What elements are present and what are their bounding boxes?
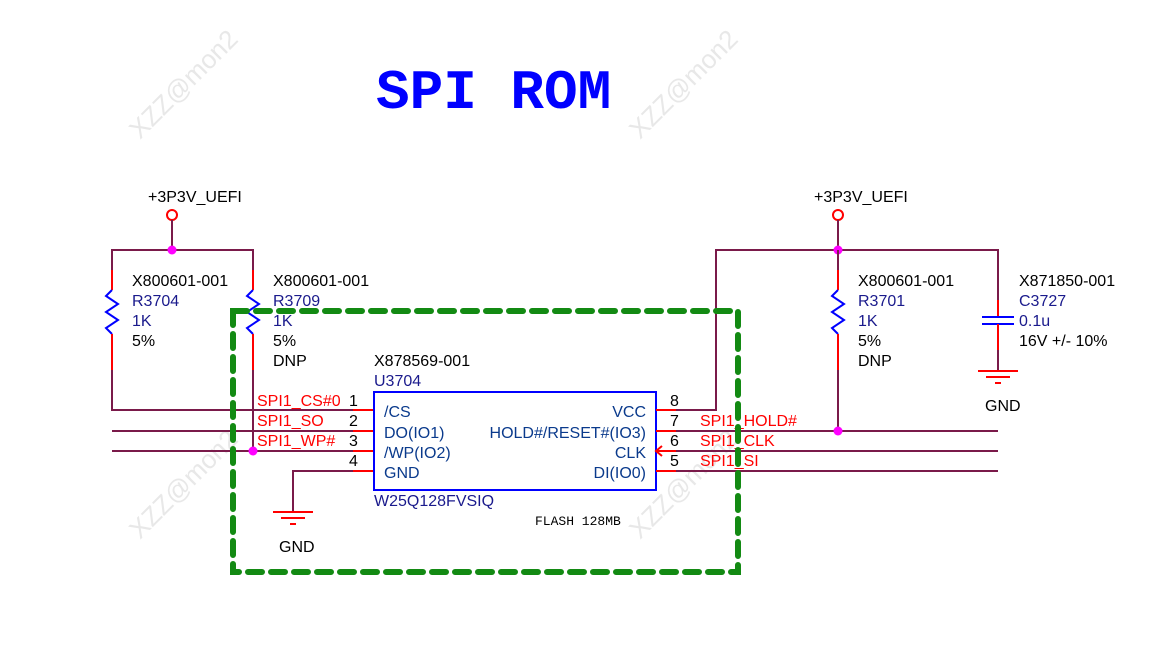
- resistor-part: X800601-001: [132, 273, 228, 290]
- ic-name: W25Q128FVSIQ: [374, 493, 494, 510]
- pin-name: VCC: [612, 404, 646, 421]
- net-label: SPI1_WP#: [257, 433, 335, 450]
- wire: [676, 249, 999, 411]
- capacitor-value: 0.1u: [1019, 313, 1050, 330]
- resistor-part: X800601-001: [858, 273, 954, 290]
- resistor-dnp: DNP: [858, 353, 892, 370]
- power-rail-label-right: +3P3V_UEFI: [814, 189, 908, 206]
- pin-number: 1: [349, 393, 358, 410]
- wire: [292, 470, 353, 511]
- pin-name: HOLD#/RESET#(IO3): [490, 425, 646, 442]
- resistor-value: 1K: [273, 313, 293, 330]
- pin-name: /CS: [384, 404, 411, 421]
- capacitor-c3727[interactable]: [982, 300, 1014, 370]
- resistor-ref: R3701: [858, 293, 905, 310]
- resistor-icon: [830, 289, 846, 335]
- ic-part-number: X878569-001: [374, 353, 470, 370]
- resistor-ref: R3704: [132, 293, 179, 310]
- resistor-r3701[interactable]: [830, 250, 846, 431]
- junction-dot: [833, 426, 843, 436]
- pin-number: 4: [349, 453, 358, 470]
- pin-number: 3: [349, 433, 358, 450]
- pin-number: 5: [670, 453, 679, 470]
- power-port-icon: [166, 209, 178, 221]
- watermark: XZZ@mon2: [123, 424, 244, 545]
- resistor-tolerance: 5%: [273, 333, 296, 350]
- ic-description: FLASH 128MB: [535, 514, 621, 529]
- junction-dot: [167, 245, 177, 255]
- net-label: SPI1_SI: [700, 453, 759, 470]
- ground-icon: [978, 370, 1018, 384]
- pin-name: DI(IO0): [594, 465, 646, 482]
- boundary-box: [230, 308, 741, 575]
- pin-name: /WP(IO2): [384, 445, 451, 462]
- capacitor-rating: 16V +/- 10%: [1019, 333, 1108, 350]
- watermark: XZZ@mon2: [123, 24, 244, 145]
- capacitor-ref: C3727: [1019, 293, 1066, 310]
- power-rail-label-left: +3P3V_UEFI: [148, 189, 242, 206]
- net-label: SPI1_SO: [257, 413, 324, 430]
- pin-number: 7: [670, 413, 679, 430]
- pin-number: 2: [349, 413, 358, 430]
- capacitor-part: X871850-001: [1019, 273, 1115, 290]
- pin-name: DO(IO1): [384, 425, 444, 442]
- pin-number: 8: [670, 393, 679, 410]
- wire: [111, 249, 254, 270]
- watermark: XZZ@mon2: [623, 24, 744, 145]
- ic-ref: U3704: [374, 373, 421, 390]
- resistor-tolerance: 5%: [132, 333, 155, 350]
- ground-label: GND: [985, 398, 1021, 415]
- resistor-part: X800601-001: [273, 273, 369, 290]
- pin-name: GND: [384, 465, 420, 482]
- ground-icon: [273, 511, 313, 525]
- ground-label: GND: [279, 539, 315, 556]
- resistor-r3704[interactable]: [104, 270, 373, 411]
- resistor-icon: [104, 289, 120, 335]
- resistor-value: 1K: [858, 313, 878, 330]
- net-label: SPI1_HOLD#: [700, 413, 797, 430]
- resistor-dnp: DNP: [273, 353, 307, 370]
- pin-name: CLK: [615, 445, 646, 462]
- power-port-icon: [832, 209, 844, 221]
- resistor-value: 1K: [132, 313, 152, 330]
- resistor-tolerance: 5%: [858, 333, 881, 350]
- ic-body-u3704[interactable]: [373, 391, 657, 491]
- page-title: SPI ROM: [376, 61, 611, 125]
- resistor-ref: R3709: [273, 293, 320, 310]
- junction-dot: [248, 446, 258, 456]
- net-label: SPI1_CS#0: [257, 393, 341, 410]
- pin-number: 6: [670, 433, 679, 450]
